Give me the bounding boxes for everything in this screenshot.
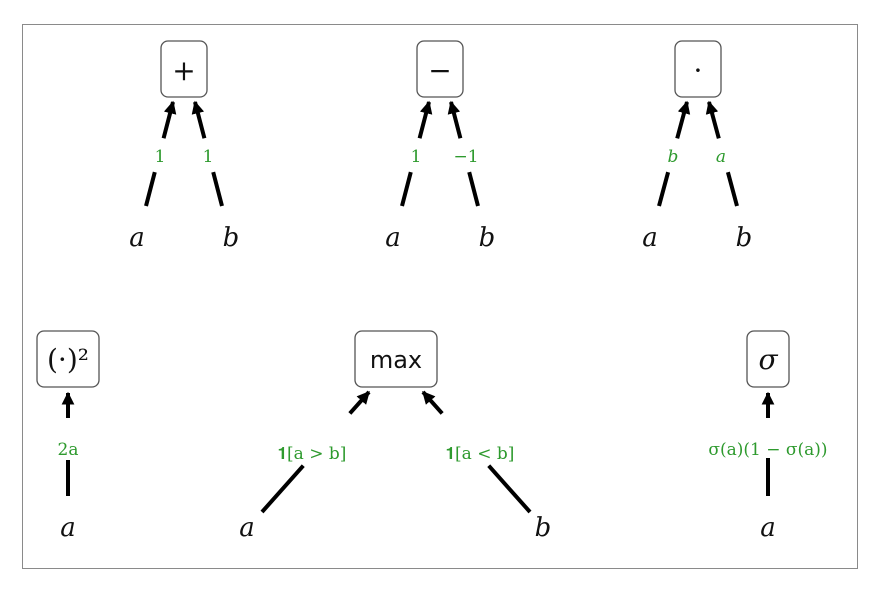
subtract-edge-a bbox=[400, 100, 433, 207]
max-operator-box bbox=[354, 330, 438, 388]
sigmoid-input-a: a bbox=[760, 513, 776, 543]
multiply-edge-a bbox=[657, 100, 691, 207]
add-gate: + 1 1 a b bbox=[129, 40, 240, 253]
max-edge-a bbox=[260, 390, 371, 514]
sigmoid-grad-a: σ(a)(1 − σ(a)) bbox=[708, 440, 827, 460]
max-grad-a: 𝟏[a > b] bbox=[278, 444, 347, 464]
add-edge-a bbox=[144, 100, 177, 207]
sigmoid-gate: σ σ(a)(1 − σ(a)) a bbox=[708, 330, 828, 543]
sigmoid-operator-symbol: σ bbox=[758, 343, 778, 376]
add-grad-b: 1 bbox=[203, 147, 214, 167]
subtract-gate: − 1 −1 a b bbox=[385, 40, 496, 253]
multiply-grad-a: b bbox=[668, 147, 679, 167]
multiply-operator-box bbox=[674, 40, 722, 98]
multiply-input-b: b bbox=[736, 223, 753, 253]
add-input-b: b bbox=[223, 223, 240, 253]
multiply-edge-b bbox=[705, 100, 739, 207]
multiply-input-a: a bbox=[642, 223, 658, 253]
multiply-gate: · b a a b bbox=[642, 40, 753, 253]
add-input-a: a bbox=[129, 223, 145, 253]
multiply-operator-symbol: · bbox=[694, 54, 703, 87]
square-gate: (·)² 2a a bbox=[36, 330, 100, 543]
add-grad-a: 1 bbox=[155, 147, 166, 167]
subtract-grad-a: 1 bbox=[411, 147, 422, 167]
max-gate: max 𝟏[a > b] 𝟏[a < b] a b bbox=[239, 330, 552, 543]
square-input-a: a bbox=[60, 513, 76, 543]
subtract-edge-b bbox=[447, 100, 480, 207]
subtract-input-a: a bbox=[385, 223, 401, 253]
max-edge-b bbox=[421, 390, 532, 514]
add-edge-b bbox=[191, 100, 224, 207]
sigmoid-operator-box bbox=[746, 330, 790, 388]
add-operator-box bbox=[160, 40, 208, 98]
diagram-frame bbox=[22, 24, 858, 569]
subtract-grad-b: −1 bbox=[453, 147, 478, 167]
subtract-operator-symbol: − bbox=[428, 54, 451, 87]
max-operator-symbol: max bbox=[370, 346, 422, 374]
square-grad-a: 2a bbox=[58, 440, 79, 460]
square-operator-symbol: (·)² bbox=[47, 343, 89, 376]
add-operator-symbol: + bbox=[172, 54, 195, 87]
subtract-input-b: b bbox=[479, 223, 496, 253]
subtract-operator-box bbox=[416, 40, 464, 98]
max-grad-b: 𝟏[a < b] bbox=[446, 444, 515, 464]
square-operator-box bbox=[36, 330, 100, 388]
multiply-grad-b: a bbox=[716, 147, 726, 167]
max-input-a: a bbox=[239, 513, 255, 543]
max-input-b: b bbox=[535, 513, 552, 543]
